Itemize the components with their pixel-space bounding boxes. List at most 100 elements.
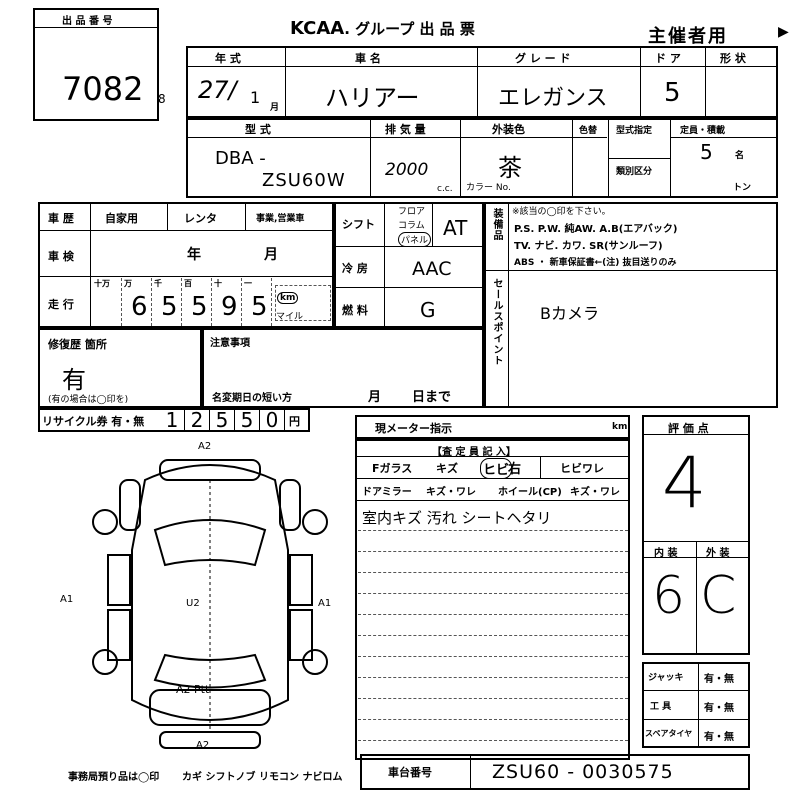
chassis-box bbox=[360, 754, 750, 790]
history-business[interactable]: 事業,営業車 bbox=[256, 214, 305, 224]
custody-note: 事務局預り品は◯印 bbox=[68, 772, 160, 783]
chassis-value: ZSU60 - 0030575 bbox=[492, 761, 674, 783]
lot-number-value: 7082 bbox=[62, 70, 144, 108]
tools-opts[interactable]: 有・無 bbox=[704, 703, 734, 714]
spec-split-line bbox=[609, 158, 670, 159]
shape-label: 形 状 bbox=[720, 52, 746, 65]
jack-opts[interactable]: 有・無 bbox=[704, 674, 734, 685]
title-rest: . グループ 出 品 票 bbox=[344, 20, 475, 38]
door-label: ド ア bbox=[655, 52, 681, 65]
recycle-digit: 2 bbox=[185, 410, 210, 430]
repair-value: 有 bbox=[62, 366, 86, 394]
row1-header-line bbox=[187, 66, 777, 67]
row1-divider bbox=[477, 47, 478, 117]
f-glass-crack[interactable]: ヒビ bbox=[480, 458, 513, 479]
notes-box bbox=[202, 328, 484, 408]
category-label: 類別区分 bbox=[616, 167, 653, 177]
score-value: 4 bbox=[662, 442, 707, 524]
shift-floor[interactable]: フロア bbox=[398, 207, 426, 217]
title-brand: KCAA bbox=[290, 18, 345, 39]
equipment-table bbox=[484, 202, 778, 408]
drivetrain-table bbox=[334, 202, 484, 328]
name-change-month: 月 bbox=[368, 390, 382, 405]
repair-box bbox=[38, 328, 202, 408]
equipment-col-line bbox=[508, 203, 509, 407]
mileage-unit-label: 一 bbox=[244, 279, 252, 288]
f-glass-break[interactable]: ヒビワレ bbox=[560, 462, 604, 475]
inspector-col-line bbox=[540, 457, 541, 478]
type-label: 型 式 bbox=[245, 123, 271, 136]
exterior-label: 外 装 bbox=[706, 548, 730, 559]
shift-column[interactable]: コラム bbox=[398, 221, 425, 231]
inspector-row-line bbox=[356, 456, 629, 457]
score-box bbox=[642, 415, 750, 655]
wheel-label: ホイール(CP) bbox=[498, 487, 562, 498]
drivetrain-col-line bbox=[432, 203, 433, 246]
door-mirror-opts[interactable]: キズ・ワレ bbox=[426, 487, 476, 498]
damage-mark-center: U2 bbox=[186, 598, 200, 609]
exterior-color-label: 外装色 bbox=[492, 123, 525, 136]
color-number-label: カラー No. bbox=[466, 183, 511, 193]
shift-panel[interactable]: パネル bbox=[398, 232, 432, 247]
vehicle-basic-table bbox=[186, 46, 778, 118]
mileage-unit-mile[interactable]: マイル bbox=[276, 312, 304, 322]
inspector-ruled-line bbox=[358, 551, 628, 552]
damage-mark-bottom: A2 bbox=[196, 740, 210, 751]
month-value: 1 bbox=[250, 88, 261, 107]
mileage-unit-km[interactable]: km bbox=[277, 292, 299, 304]
score-label: 評 価 点 bbox=[668, 422, 709, 435]
front-right-wheel bbox=[302, 509, 328, 535]
spare-opts[interactable]: 有・無 bbox=[704, 732, 734, 743]
rear-right-wheel bbox=[302, 649, 328, 675]
repair-note: (有の場合は◯印を) bbox=[48, 395, 129, 405]
history-rental[interactable]: レンタ bbox=[184, 212, 217, 225]
exterior-color-value: 茶 bbox=[498, 154, 522, 182]
capacity-value: 5 bbox=[700, 140, 713, 164]
left-front-fender bbox=[119, 479, 141, 531]
car-diagram bbox=[92, 459, 328, 749]
fuel-label: 燃 料 bbox=[342, 304, 368, 317]
car-windshield bbox=[153, 519, 267, 567]
inspector-ruled-line bbox=[358, 740, 628, 741]
inspection-year: 年 bbox=[187, 247, 201, 263]
equipment-line-2[interactable]: TV. ナビ. カワ. SR(サンルーフ) bbox=[514, 241, 663, 252]
accessories-box bbox=[642, 662, 750, 748]
capacity-unit: 名 bbox=[735, 151, 745, 161]
exterior-score: C bbox=[700, 566, 737, 626]
score-col-line bbox=[696, 541, 697, 654]
chassis-label: 車台番号 bbox=[388, 766, 432, 779]
equipment-line-3[interactable]: ABS ・ 新車保証書←(注) 抜目送りのみ bbox=[514, 258, 677, 268]
wheel-opts[interactable]: キズ・ワレ bbox=[570, 487, 620, 498]
row2-header-line bbox=[187, 137, 607, 138]
mileage-digit: 5 bbox=[251, 292, 268, 322]
equipment-divider bbox=[485, 270, 777, 271]
notes-label: 注意事項 bbox=[210, 338, 250, 349]
lot-number-divider bbox=[34, 27, 158, 28]
door-value: 5 bbox=[664, 78, 681, 108]
row2-header-line-right bbox=[670, 137, 777, 138]
inspection-month: 月 bbox=[264, 247, 278, 263]
recycle-digit: 1 bbox=[160, 410, 185, 430]
car-rear-window bbox=[153, 653, 267, 689]
damage-mark-right: A1 bbox=[318, 598, 332, 609]
inspector-ruled-line bbox=[358, 593, 628, 594]
row2-divider bbox=[670, 119, 671, 197]
month-unit: 月 bbox=[270, 103, 280, 113]
lot-number-label: 出 品 番 号 bbox=[62, 16, 113, 27]
damage-mark-rear: A2 Ptt bbox=[176, 683, 210, 696]
equipment-line-1[interactable]: P.S. P.W. 純AW. A.B(エアバック) bbox=[514, 224, 678, 235]
history-private[interactable]: 自家用 bbox=[105, 212, 138, 225]
lot-number-box bbox=[33, 8, 159, 121]
door-mirror-label: ドアミラー bbox=[362, 487, 412, 498]
type-value-model: ZSU60W bbox=[262, 170, 346, 191]
usage-col-line bbox=[90, 203, 91, 327]
f-glass-scratch[interactable]: キズ bbox=[436, 462, 458, 475]
interior-label: 内 装 bbox=[654, 548, 678, 559]
row2-divider bbox=[460, 119, 461, 197]
row2-divider bbox=[370, 119, 371, 197]
usage-row-line bbox=[39, 230, 333, 231]
right-rear-door bbox=[289, 609, 313, 661]
